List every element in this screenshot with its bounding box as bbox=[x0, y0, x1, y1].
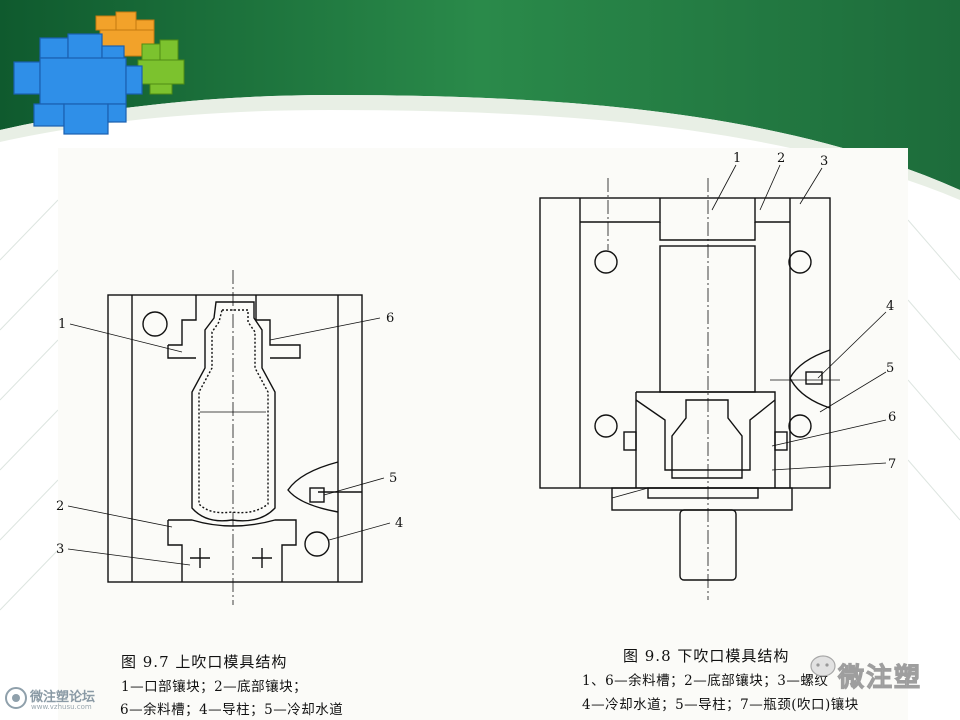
forum-logo-icon bbox=[5, 687, 27, 709]
fig8-label-5: 5 bbox=[886, 361, 894, 376]
fig8-label-1: 1 bbox=[733, 151, 741, 166]
fig8-label-3: 3 bbox=[820, 154, 828, 169]
fig7-label-6: 6 bbox=[386, 311, 394, 326]
brand-watermark: 微注塑 bbox=[808, 651, 921, 694]
fig8-label-6: 6 bbox=[888, 410, 896, 425]
fig7-legend-line1: 1—口部镶块；2—底部镶块； bbox=[121, 679, 308, 695]
fig8-label-4: 4 bbox=[886, 299, 894, 314]
fig7-label-4: 4 bbox=[395, 516, 403, 531]
fig8-legend-line2: 4—冷却水道；5—导柱；7—瓶颈(吹口)镶块 bbox=[582, 697, 859, 713]
fig7-label-1: 1 bbox=[58, 317, 66, 332]
cube-logo-icon bbox=[13, 11, 185, 135]
forum-url: www.vzhusu.com bbox=[31, 703, 92, 711]
chat-bubble-icon bbox=[810, 655, 836, 677]
fig7-legend-line2: 6—余料槽；4—导柱；5—冷却水道 bbox=[120, 702, 344, 718]
fig8-legend-line1: 1、6—余料槽；2—底部镶块；3—螺纹 bbox=[582, 673, 829, 689]
forum-watermark: 微注塑论坛 www.vzhusu.com bbox=[4, 686, 95, 714]
fig8-caption: 图 9.8 下吹口模具结构 bbox=[623, 647, 790, 665]
fig7-caption: 图 9.7 上吹口模具结构 bbox=[121, 653, 288, 671]
fig7-label-5: 5 bbox=[389, 471, 397, 486]
fig7-label-3: 3 bbox=[56, 542, 64, 557]
fig8-label-7: 7 bbox=[888, 457, 896, 472]
fig8-label-2: 2 bbox=[777, 151, 785, 166]
brand-name: 微注塑 bbox=[837, 663, 923, 694]
fig7-label-2: 2 bbox=[56, 499, 64, 514]
forum-name: 微注塑论坛 bbox=[30, 690, 96, 705]
